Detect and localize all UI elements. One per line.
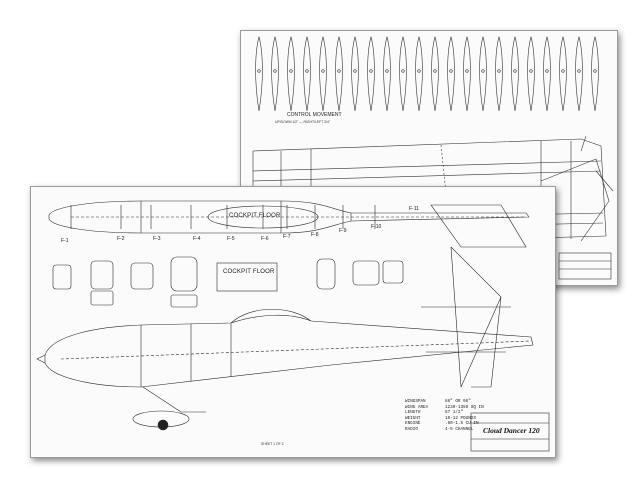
wing-ribs-row bbox=[255, 35, 599, 112]
rib-lightening-hole bbox=[545, 69, 549, 73]
cockpit-floor-label-part: COCKPIT FLOOR bbox=[223, 269, 275, 275]
wing-rib bbox=[287, 35, 295, 112]
wing-rib bbox=[303, 35, 311, 112]
rib-lightening-hole bbox=[433, 69, 437, 73]
cockpit-floor-label-top: COCKPIT FLOOR bbox=[229, 213, 281, 219]
wing-rib bbox=[399, 35, 407, 112]
wing-rib bbox=[463, 35, 471, 112]
wing-rib bbox=[431, 35, 439, 112]
control-movement-label: CONTROL MOVEMENT bbox=[287, 112, 342, 118]
sheet-number: SHEET 1 OF 2 bbox=[261, 442, 284, 446]
wing-rib bbox=[319, 35, 327, 112]
rib-lightening-hole bbox=[593, 69, 597, 73]
former-label-f6: F-6 bbox=[261, 236, 269, 242]
rib-lightening-hole bbox=[273, 69, 277, 73]
top-formers bbox=[70, 205, 376, 229]
rib-lightening-hole bbox=[369, 69, 373, 73]
former-label-f1: F-1 bbox=[61, 238, 69, 244]
wing-rib bbox=[351, 35, 359, 112]
former-label-f4: F-4 bbox=[193, 236, 201, 242]
wing-rib bbox=[271, 35, 279, 112]
rib-lightening-hole bbox=[385, 69, 389, 73]
wing-rib bbox=[511, 35, 519, 112]
rib-lightening-hole bbox=[337, 69, 341, 73]
wing-rib bbox=[495, 35, 503, 112]
rib-lightening-hole bbox=[513, 69, 517, 73]
rib-lightening-hole bbox=[577, 69, 581, 73]
rib-lightening-hole bbox=[353, 69, 357, 73]
rib-lightening-hole bbox=[257, 69, 261, 73]
wing-rib bbox=[479, 35, 487, 112]
wing-rib bbox=[543, 35, 551, 112]
spec-row-engine: ENGINE.60-1.5 CU IN bbox=[405, 421, 479, 427]
wing-rib bbox=[255, 35, 263, 112]
wing-rib bbox=[559, 35, 567, 112]
rib-lightening-hole bbox=[497, 69, 501, 73]
rib-lightening-hole bbox=[481, 69, 485, 73]
wing-rib bbox=[591, 35, 599, 112]
fuselage-plan-sheet: COCKPIT FLOOR COCKPIT FLOOR F-1 F-2 F-3 … bbox=[30, 186, 556, 458]
former-label-f9: F-9 bbox=[339, 228, 347, 234]
plan-title-logo: Cloud Dancer 120 bbox=[483, 426, 540, 435]
rib-lightening-hole bbox=[561, 69, 565, 73]
former-label-f2: F-2 bbox=[117, 236, 125, 242]
former-label-f3: F-3 bbox=[153, 236, 161, 242]
fuselage-plan-drawing bbox=[36, 200, 550, 452]
rib-lightening-hole bbox=[529, 69, 533, 73]
former-label-f11: F-11 bbox=[409, 206, 419, 212]
rib-lightening-hole bbox=[321, 69, 325, 73]
wing-rib bbox=[367, 35, 375, 112]
former-label-f5: F-5 bbox=[227, 236, 235, 242]
rib-lightening-hole bbox=[289, 69, 293, 73]
wing-rib bbox=[383, 35, 391, 112]
rib-lightening-hole bbox=[417, 69, 421, 73]
rib-lightening-hole bbox=[305, 69, 309, 73]
rib-lightening-hole bbox=[401, 69, 405, 73]
rib-lightening-hole bbox=[465, 69, 469, 73]
former-label-f7: F-7 bbox=[283, 234, 291, 240]
rib-lightening-hole bbox=[449, 69, 453, 73]
former-label-f10: F-10 bbox=[371, 224, 382, 230]
wing-rib bbox=[527, 35, 535, 112]
wing-rib bbox=[447, 35, 455, 112]
former-label-f8: F-8 bbox=[311, 232, 319, 238]
wing-rib bbox=[415, 35, 423, 112]
wing-rib bbox=[335, 35, 343, 112]
wing-rib bbox=[575, 35, 583, 112]
